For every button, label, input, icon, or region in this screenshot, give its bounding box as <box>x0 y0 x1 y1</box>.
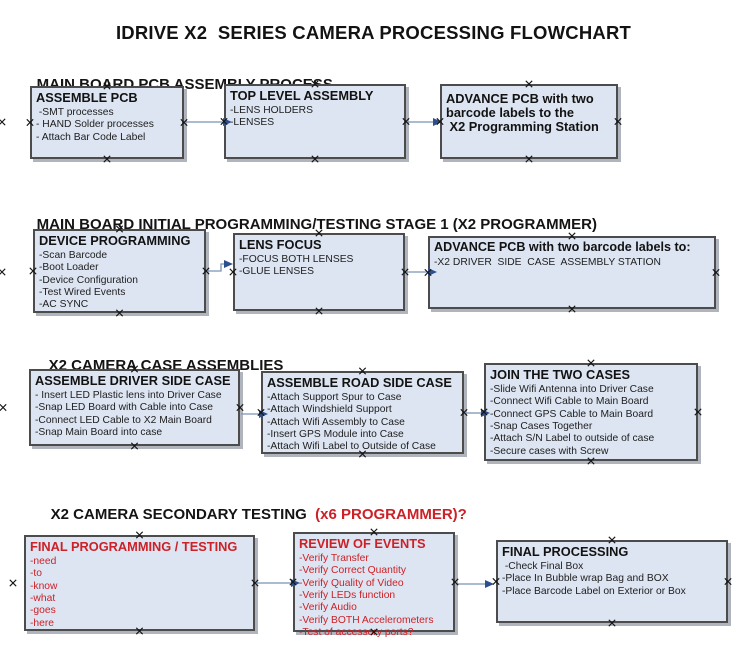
box-title: ASSEMBLE ROAD SIDE CASE <box>267 375 452 390</box>
box-items: -Attach Support Spur to Case-Attach Wind… <box>267 392 458 454</box>
box-title: REVIEW OF EVENTS <box>299 536 426 551</box>
box-item: -Snap LED Board with Cable into Case <box>35 402 214 414</box>
box-item: -FOCUS BOTH LENSES <box>239 253 354 265</box>
box-item: -Snap Cases Together <box>490 421 593 433</box>
box-items: -X2 DRIVER SIDE CASE ASSEMBLY STATION <box>434 257 710 269</box>
box-item: -Attach S/N Label to outside of case <box>490 433 655 445</box>
box-title: LENS FOCUS <box>239 237 322 252</box>
box-item: -Connect Wifi Cable to Main Board <box>490 396 649 408</box>
box-item: -Snap Main Board into case <box>35 427 163 439</box>
flow-arrow <box>207 260 233 272</box>
box-item: -Attach Support Spur to Case <box>267 391 402 403</box>
flow-box-review-of-events: REVIEW OF EVENTS -Verify Transfer-Verify… <box>293 532 455 638</box>
section-heading-text: X2 CAMERA SECONDARY TESTING <box>50 506 311 523</box>
box-title: ADVANCE PCB with two barcode labels to t… <box>446 91 599 134</box>
box-title: ASSEMBLE PCB <box>36 90 138 105</box>
box-item: -need <box>30 555 57 567</box>
box-title: JOIN THE TWO CASES <box>490 367 631 382</box>
flow-arrow <box>407 118 442 126</box>
box-item: -know <box>30 580 58 592</box>
flow-box-assemble-pcb: ASSEMBLE PCB -SMT processes- HAND Solder… <box>30 86 184 159</box>
flow-box-top-level-assembly: TOP LEVEL ASSEMBLY -LENS HOLDERS-LENSES <box>224 84 406 159</box>
box-item: -Connect LED Cable to X2 Main Board <box>35 414 212 426</box>
box-item: -Verify Correct Quantity <box>299 565 407 577</box>
box-item: -Slide Wifi Antenna into Driver Case <box>490 383 654 395</box>
box-items: - Insert LED Plastic lens into Driver Ca… <box>35 390 234 440</box>
box-item: -to <box>30 568 43 580</box>
section-heading-red-text: (x6 PROGRAMMER)? <box>310 506 467 523</box>
arrowhead-icon <box>485 580 494 588</box>
box-item: -Boot Loader <box>39 262 99 274</box>
box-item: -Verify Transfer <box>299 552 369 564</box>
box-item: -Attach Wifi Assembly to Case <box>267 416 405 428</box>
flow-box-advance-pcb-driver-side-station: ADVANCE PCB with two barcode labels to: … <box>428 236 716 309</box>
box-title: ADVANCE PCB with two barcode labels to: <box>434 240 691 254</box>
box-item: -Test Wired Events <box>39 287 126 299</box>
box-title: ASSEMBLE DRIVER SIDE CASE <box>35 373 231 388</box>
box-items: -need-to-know-what-goes-here <box>30 556 249 630</box>
flow-box-join-the-two-cases: JOIN THE TWO CASES -Slide Wifi Antenna i… <box>484 363 698 461</box>
box-title: FINAL PROGRAMMING / TESTING <box>30 539 238 554</box>
section-heading-initial-programming: MAIN BOARD INITIAL PROGRAMMING/TESTING S… <box>20 199 597 233</box>
anchor-x-icon <box>0 268 6 276</box>
flow-box-advance-pcb-programming-station: ADVANCE PCB with two barcode labels to t… <box>440 84 618 159</box>
flow-box-lens-focus: LENS FOCUS -FOCUS BOTH LENSES-GLUE LENSE… <box>233 233 405 311</box>
box-items: -FOCUS BOTH LENSES-GLUE LENSES <box>239 254 399 279</box>
box-item: -SMT processes <box>36 106 114 118</box>
box-items: -Slide Wifi Antenna into Driver Case-Con… <box>490 384 692 458</box>
box-item: - HAND Solder processes <box>36 119 154 131</box>
box-item: -GLUE LENSES <box>239 266 314 278</box>
box-item: -AC SYNC <box>39 299 89 311</box>
box-items: -SMT processes- HAND Solder processes- A… <box>36 107 178 144</box>
box-item: -what <box>30 593 56 605</box>
box-item: -LENSES <box>230 117 275 129</box>
box-item: -Attach Wifi Label to Outside of Case <box>267 441 436 453</box>
box-item: -here <box>30 617 55 629</box>
box-item: -Device Configuration <box>39 274 139 286</box>
box-item: -Verify Quality of Video <box>299 577 404 589</box>
flow-box-assemble-road-side-case: ASSEMBLE ROAD SIDE CASE -Attach Support … <box>261 371 464 454</box>
box-item: -Insert GPS Module into Case <box>267 429 404 441</box>
box-items: -Verify Transfer-Verify Correct Quantity… <box>299 553 449 640</box>
flow-box-final-programming-testing: FINAL PROGRAMMING / TESTING -need-to-kno… <box>24 535 255 631</box>
box-item: -Check Final Box <box>502 560 584 572</box>
anchor-x-icon <box>0 118 6 126</box>
box-item: -Verify BOTH Accelerometers <box>299 614 434 626</box>
box-item: -Connect GPS Cable to Main Board <box>490 408 654 420</box>
box-item: - Insert LED Plastic lens into Driver Ca… <box>35 389 222 401</box>
box-title: FINAL PROCESSING <box>502 544 629 559</box>
flow-box-device-programming: DEVICE PROGRAMMING -Scan Barcode-Boot Lo… <box>33 229 206 313</box>
section-heading-secondary-testing: X2 CAMERA SECONDARY TESTING (x6 PROGRAMM… <box>34 489 467 523</box>
box-item: -Secure cases with Screw <box>490 445 609 457</box>
box-item: -Verify Audio <box>299 602 357 614</box>
anchor-x-icon <box>0 403 7 412</box>
box-item: -Place In Bubble wrap Bag and BOX <box>502 573 669 585</box>
flow-arrow <box>456 580 494 588</box>
box-items: -LENS HOLDERS-LENSES <box>230 105 400 130</box>
flow-box-final-processing: FINAL PROCESSING -Check Final Box-Place … <box>496 540 728 623</box>
box-item: -Attach Windshield Support <box>267 404 392 416</box>
box-item: - Attach Bar Code Label <box>36 131 146 143</box>
box-item: -Scan Barcode <box>39 249 108 261</box>
anchor-x-icon <box>9 579 17 587</box>
box-item: -LENS HOLDERS <box>230 104 313 116</box>
box-title: TOP LEVEL ASSEMBLY <box>230 88 374 103</box>
box-item: -goes <box>30 605 56 617</box>
flow-box-assemble-driver-side-case: ASSEMBLE DRIVER SIDE CASE - Insert LED P… <box>29 369 240 446</box>
box-item: -Test of accessory ports? <box>299 627 414 639</box>
box-title: DEVICE PROGRAMMING <box>39 233 191 248</box>
box-item: -Place Barcode Label on Exterior or Box <box>502 585 686 597</box>
box-items: -Check Final Box-Place In Bubble wrap Ba… <box>502 561 722 598</box>
page-title: IDRIVE X2 SERIES CAMERA PROCESSING FLOWC… <box>115 22 632 43</box>
arrowhead-icon <box>224 260 233 268</box>
box-item: -X2 DRIVER SIDE CASE ASSEMBLY STATION <box>434 256 661 268</box>
section-heading-text: MAIN BOARD INITIAL PROGRAMMING/TESTING S… <box>36 216 597 233</box>
box-items: -Scan Barcode-Boot Loader-Device Configu… <box>39 250 200 312</box>
box-item: -Verify LEDs function <box>299 590 396 602</box>
